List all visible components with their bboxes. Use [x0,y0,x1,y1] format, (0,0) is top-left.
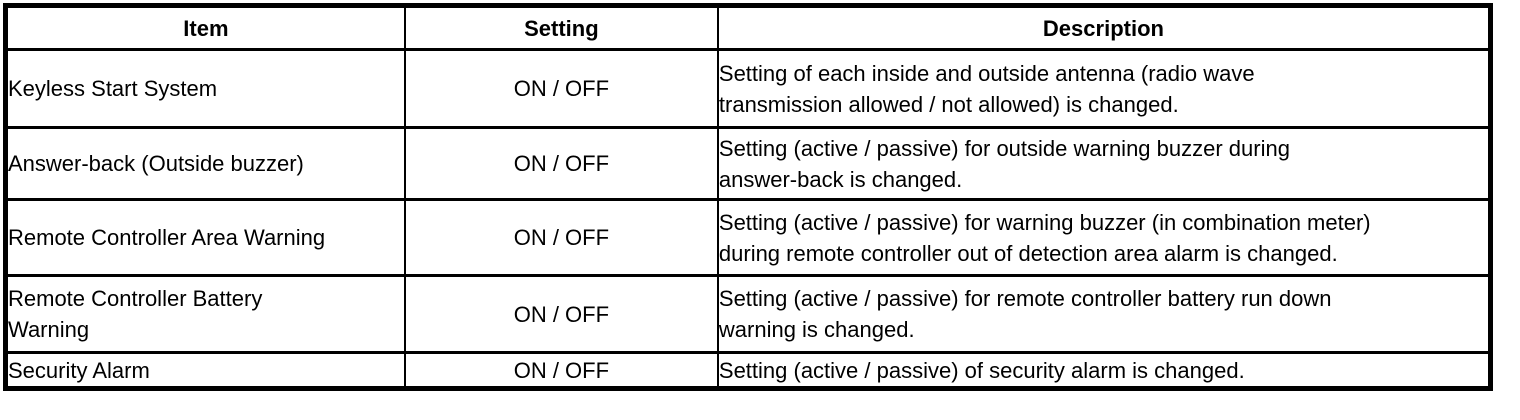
item-cell: Remote Controller Area Warning [4,198,406,277]
setting-cell: ON / OFF [403,198,719,277]
description-cell: Setting of each inside and outside anten… [716,48,1492,129]
table-row-keyless-start-system: Keyless Start System ON / OFF Setting of… [4,48,1492,129]
keyless-settings-table: Item Setting Description Keyless Start S… [3,3,1493,391]
table-row-remote-controller-area-warning: Remote Controller Area Warning ON / OFF … [4,198,1492,277]
setting-cell: ON / OFF [403,126,719,201]
description-cell: Setting (active / passive) for outside w… [716,126,1492,201]
column-header-description: Description [716,4,1492,51]
table-row-answer-back: Answer-back (Outside buzzer) ON / OFF Se… [4,126,1492,201]
setting-cell: ON / OFF [403,351,719,390]
item-cell: Answer-back (Outside buzzer) [4,126,406,201]
description-cell: Setting (active / passive) of security a… [716,351,1492,390]
column-header-setting: Setting [403,4,719,51]
table-row-security-alarm: Security Alarm ON / OFF Setting (active … [4,351,1492,390]
table-row-remote-controller-battery-warning: Remote Controller Battery Warning ON / O… [4,274,1492,354]
item-cell: Security Alarm [4,351,406,390]
description-cell: Setting (active / passive) for remote co… [716,274,1492,354]
setting-cell: ON / OFF [403,274,719,354]
item-cell: Remote Controller Battery Warning [4,274,406,354]
setting-cell: ON / OFF [403,48,719,129]
column-header-item: Item [4,4,406,51]
description-cell: Setting (active / passive) for warning b… [716,198,1492,277]
table-header-row: Item Setting Description [4,4,1492,51]
item-cell: Keyless Start System [4,48,406,129]
